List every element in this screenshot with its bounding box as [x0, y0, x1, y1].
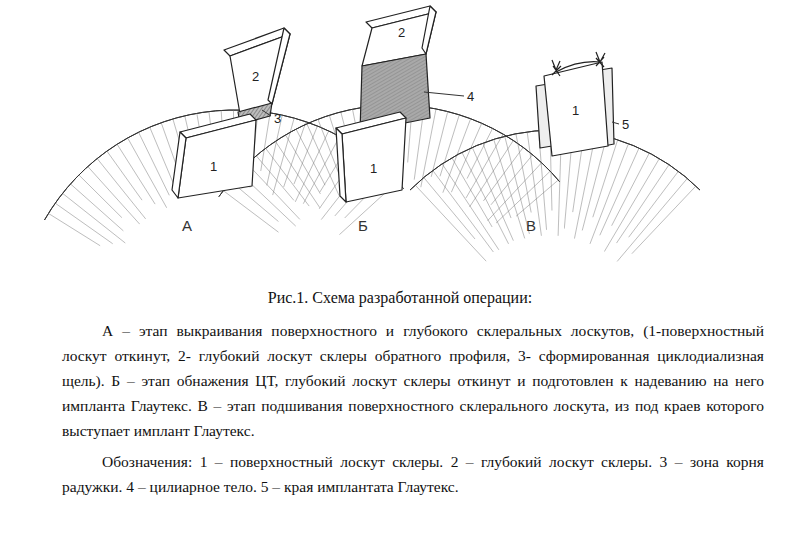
surface-flap-side — [336, 128, 346, 202]
surface-flap — [342, 118, 406, 202]
panel-letter: Б — [358, 218, 368, 234]
surface-flap-side — [172, 132, 186, 198]
callout-number: 2 — [252, 70, 259, 84]
surface-flap — [544, 62, 608, 156]
deep-flap-side — [268, 28, 290, 104]
figure-title: Рис.1. Схема разработанной операции: — [0, 288, 800, 308]
deep-flap-side — [422, 6, 436, 54]
callout-number: 1 — [370, 162, 377, 176]
figure-caption: А – этап выкраивания поверхностного и гл… — [62, 318, 764, 443]
callout-number: 1 — [572, 104, 579, 118]
legend-note: Обозначения: 1 – поверхностный лоскут ск… — [62, 449, 764, 499]
callout-number: 3 — [274, 112, 281, 126]
callout-number: 1 — [210, 160, 217, 174]
leader-line — [262, 92, 619, 124]
callout-number: 4 — [467, 90, 474, 104]
panel-letter: В — [526, 218, 536, 234]
suture — [552, 52, 605, 76]
callout-number: 5 — [622, 118, 629, 132]
callout-number: 2 — [398, 26, 405, 40]
surface-flap — [178, 120, 256, 198]
panel-letter: А — [182, 218, 192, 234]
